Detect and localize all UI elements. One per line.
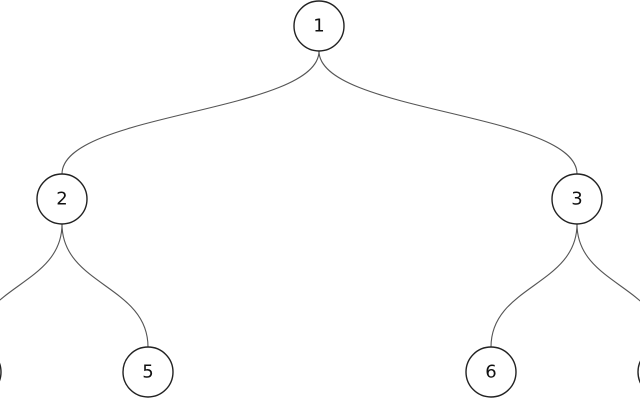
edge-n2-n5 xyxy=(61,223,149,348)
edge-n1-n2 xyxy=(61,50,320,175)
tree-node-n6: 6 xyxy=(465,346,517,398)
node-circle xyxy=(465,346,517,398)
node-label: 2 xyxy=(56,189,67,210)
node-circle xyxy=(293,0,345,52)
node-circle xyxy=(0,362,2,382)
node-label: 3 xyxy=(571,189,582,210)
node-circle xyxy=(122,346,174,398)
edge-n3-n7 xyxy=(576,223,640,302)
tree-node-n3: 3 xyxy=(551,173,603,225)
node-label: 5 xyxy=(142,362,153,383)
edge-n2-n4 xyxy=(0,223,63,301)
tree-edges xyxy=(0,50,640,348)
tree-node-n2: 2 xyxy=(36,173,88,225)
node-circle xyxy=(36,173,88,225)
tree-node-n5: 5 xyxy=(122,346,174,398)
tree-node-n1: 1 xyxy=(293,0,345,52)
tree-node-n4 xyxy=(0,362,2,382)
edge-n1-n3 xyxy=(318,50,578,175)
node-label: 1 xyxy=(313,16,324,37)
node-circle xyxy=(551,173,603,225)
edge-n3-n6 xyxy=(490,223,578,348)
node-label: 6 xyxy=(485,362,496,383)
